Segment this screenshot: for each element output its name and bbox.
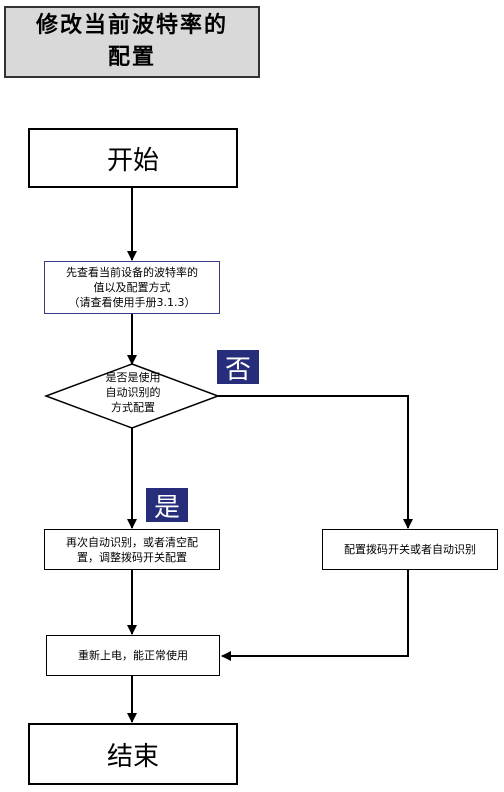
end-node: 结束 <box>28 723 238 785</box>
yes-label: 是 <box>146 488 188 523</box>
arrow-switch-to-power <box>221 570 409 661</box>
diagram-title-line1: 修改当前波特率的 <box>35 13 228 38</box>
start-node: 开始 <box>28 128 238 188</box>
decision-line1: 是否是使用 <box>105 371 161 384</box>
decision-line2: 自动识别的 <box>105 386 161 399</box>
power-on-label: 重新上电，能正常使用 <box>78 649 188 662</box>
diagram-title-line2: 配置 <box>107 45 156 70</box>
decision-node: 是否是使用 自动识别的 方式配置 <box>92 370 174 422</box>
diagram-title: 修改当前波特率的 配置 <box>4 6 260 78</box>
arrow-decision-to-switch <box>218 395 413 529</box>
switch-config-label: 配置拨码开关或者自动识别 <box>344 543 476 556</box>
reconfigure-line2: 置，调整拨码开关配置 <box>77 550 187 564</box>
reconfigure-node: 再次自动识别，或者清空配 置，调整拨码开关配置 <box>44 529 220 570</box>
start-label: 开始 <box>106 145 159 176</box>
check-current-line3: （请查看使用手册3.1.3） <box>68 296 196 309</box>
end-label: 结束 <box>106 741 159 772</box>
check-current-line2: 值以及配置方式 <box>93 281 171 294</box>
no-label-text: 否 <box>224 354 251 385</box>
decision-line3: 方式配置 <box>111 401 155 414</box>
reconfigure-line1: 再次自动识别，或者清空配 <box>66 535 198 549</box>
no-label: 否 <box>217 350 259 385</box>
switch-config-node: 配置拨码开关或者自动识别 <box>322 529 498 570</box>
yes-label-text: 是 <box>153 492 180 523</box>
check-current-node: 先查看当前设备的波特率的 值以及配置方式 （请查看使用手册3.1.3） <box>44 261 220 314</box>
power-on-node: 重新上电，能正常使用 <box>46 635 220 676</box>
check-current-line1: 先查看当前设备的波特率的 <box>66 266 198 279</box>
